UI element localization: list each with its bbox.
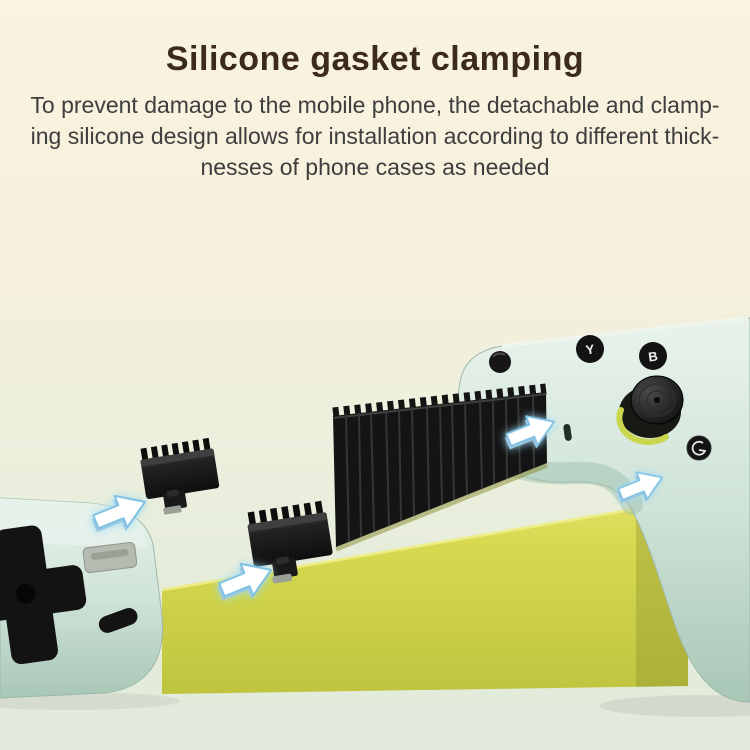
dpad: [0, 525, 87, 665]
home-button-icon: [691, 440, 707, 456]
controller-left-half: [0, 497, 164, 699]
description: To prevent damage to the mobile phone, t…: [0, 90, 750, 183]
silicone-gasket-strip: [332, 383, 548, 552]
svg-text:B: B: [647, 348, 658, 364]
slide-rail: [82, 542, 138, 574]
menu-button: [489, 351, 511, 373]
analog-stick: [616, 375, 684, 445]
shadow: [600, 695, 750, 717]
b-button: B: [639, 342, 667, 370]
page-title: Silicone gasket clamping: [165, 40, 585, 78]
home-button: [686, 435, 712, 461]
description-line: To prevent damage to the mobile phone, t…: [30, 92, 720, 118]
gasket-slot: [563, 423, 572, 441]
option-button: [98, 608, 138, 633]
shadow: [0, 692, 180, 710]
product-image: Y B: [0, 316, 750, 717]
yellow-strap: [161, 498, 689, 694]
description-line: nesses of phone cases as needed: [200, 154, 550, 180]
y-button: Y: [576, 335, 604, 363]
svg-text:Y: Y: [585, 341, 596, 357]
silicone-gasket-clamp: [138, 437, 223, 518]
description-line: ing silicone design allows for installat…: [30, 123, 720, 149]
